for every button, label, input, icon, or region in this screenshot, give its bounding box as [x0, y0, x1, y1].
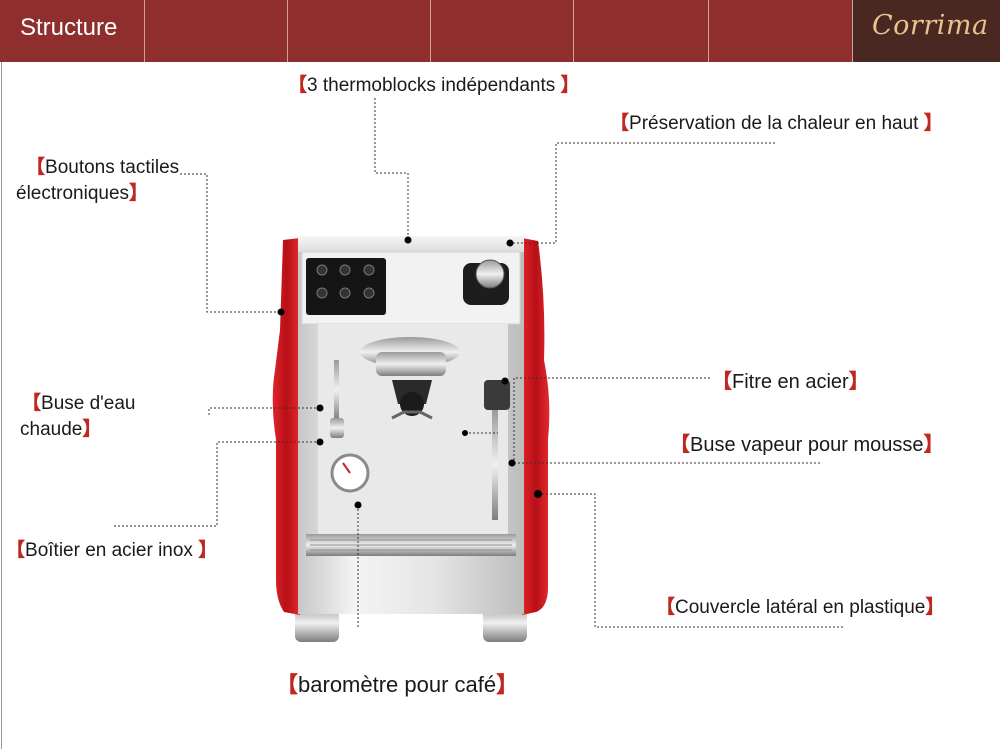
- label-touch-buttons-line2: électroniques】: [16, 183, 149, 204]
- label-steam-wand: 【Buse vapeur pour mousse】: [670, 434, 944, 456]
- portafilter-handle: [400, 392, 424, 416]
- touch-button[interactable]: [363, 287, 375, 299]
- label-text: baromètre pour café: [298, 672, 497, 697]
- base-plate: [298, 556, 524, 614]
- frame-border: [1, 62, 2, 749]
- header-tab[interactable]: [574, 0, 709, 62]
- steam-knob[interactable]: [475, 259, 505, 289]
- side-panel-right: [522, 238, 550, 615]
- label-text: 3 thermoblocks indépendants: [307, 75, 556, 96]
- brand-logo: Corrima: [872, 10, 989, 41]
- label-text: Boîtier en acier inox: [25, 540, 193, 561]
- label-heat-preservation: 【Préservation de la chaleur en haut 】: [610, 113, 943, 134]
- steam-wand-pipe: [492, 410, 498, 520]
- label-touch-buttons: 【Boutons tactiles: [26, 157, 180, 178]
- drip-tray-grid: [310, 539, 512, 551]
- header-tab[interactable]: [0, 0, 145, 62]
- label-steel-filter: 【Fitre en acier】: [712, 371, 869, 393]
- group-head-body: [376, 352, 446, 376]
- leader-touch: [180, 173, 281, 313]
- label-text: Fitre en acier: [732, 371, 849, 393]
- leader-filter: [513, 377, 710, 460]
- label-text: électroniques: [16, 183, 130, 204]
- dot-steam: [508, 459, 516, 467]
- dot-barometer: [354, 501, 362, 509]
- label-text: Buse vapeur pour mousse: [690, 434, 924, 456]
- header-tab[interactable]: [288, 0, 431, 62]
- leader-heat: [510, 142, 775, 244]
- leader-side: [538, 493, 843, 628]
- dot-thermoblocks: [404, 236, 412, 244]
- hot-water-nozzle: [330, 418, 344, 438]
- gauge-needle: [342, 462, 351, 474]
- label-hot-water: 【Buse d'eau: [22, 393, 136, 414]
- leader-lines: [114, 98, 843, 628]
- label-stainless-case: 【Boîtier en acier inox 】: [6, 540, 218, 561]
- dot-filter: [501, 377, 509, 385]
- side-panel-left: [272, 238, 300, 615]
- dot-case: [316, 438, 324, 446]
- espresso-machine: [272, 236, 550, 642]
- page-title: Structure: [20, 14, 118, 41]
- dot-heat: [506, 239, 514, 247]
- brand-logo-box: [853, 0, 1000, 62]
- dot-touch: [277, 308, 285, 316]
- header-bar: Structure: [0, 0, 1000, 62]
- label-text: Couvercle latéral en plastique: [675, 597, 926, 618]
- label-barometer: 【baromètre pour café】: [276, 672, 519, 697]
- dot-glass: [462, 430, 468, 436]
- touch-button[interactable]: [316, 264, 328, 276]
- leader-dots: [277, 236, 542, 509]
- label-text: chaude: [20, 419, 83, 440]
- touch-button[interactable]: [363, 264, 375, 276]
- portafilter-spouts: [391, 410, 433, 420]
- steam-wand-joint: [484, 380, 510, 410]
- header-tab[interactable]: [431, 0, 574, 62]
- touch-button[interactable]: [339, 264, 351, 276]
- leader-case: [114, 441, 320, 527]
- label-thermoblocks: 【3 thermoblocks indépendants 】: [288, 75, 580, 96]
- header-tab[interactable]: [145, 0, 288, 62]
- header-tab[interactable]: [709, 0, 853, 62]
- machine-top: [298, 236, 524, 252]
- touch-button[interactable]: [316, 287, 328, 299]
- dot-hot-water: [316, 404, 324, 412]
- label-text: Buse d'eau: [41, 393, 136, 414]
- hot-water-pipe: [334, 360, 339, 420]
- label-text: Préservation de la chaleur en haut: [629, 113, 919, 134]
- label-text: Boutons tactiles: [45, 157, 180, 178]
- leader-thermoblocks: [374, 98, 409, 240]
- touch-button[interactable]: [339, 287, 351, 299]
- label-hot-water-line2: chaude】: [20, 419, 102, 440]
- dot-side: [534, 490, 542, 498]
- leader-hot-water: [208, 407, 320, 415]
- label-side-cover: 【Couvercle latéral en plastique】: [656, 597, 945, 618]
